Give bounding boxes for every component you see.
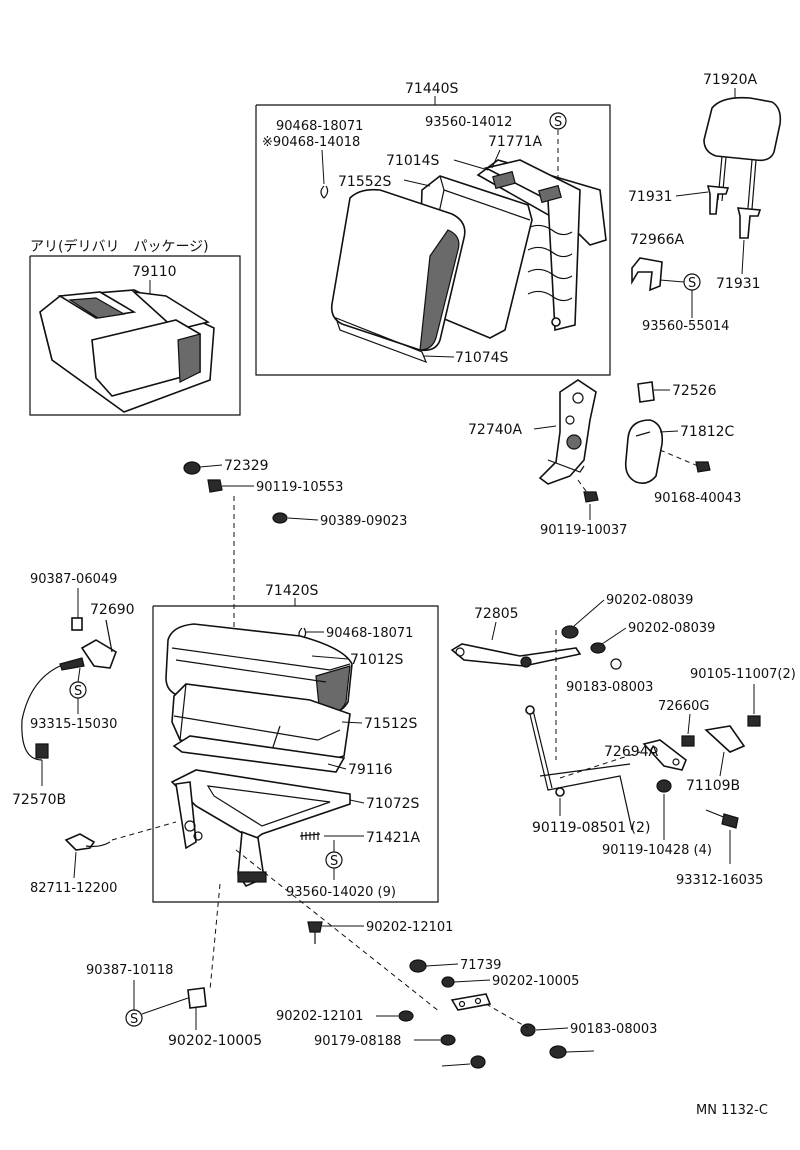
label-90468-18071-a: 90468-18071 xyxy=(276,119,363,134)
label-72570B: 72570B xyxy=(12,792,66,808)
label-71812C: 71812C xyxy=(680,424,735,440)
s-mark-4: S xyxy=(330,854,338,869)
label-71920A: 71920A xyxy=(703,72,758,88)
seatback-assembly-group: 71440S 90468-18071 ※90 xyxy=(255,81,611,376)
label-71012S: 71012S xyxy=(350,652,404,668)
label-71552S: 71552S xyxy=(338,174,392,190)
label-71440S: 71440S xyxy=(405,81,459,97)
label-90389-09023: 90389-09023 xyxy=(320,514,407,529)
label-72690: 72690 xyxy=(90,602,135,618)
seatback-frame xyxy=(476,159,607,332)
label-90119-10428: 90202-12101 xyxy=(366,920,453,935)
label-93560-55014: 93560-55014 xyxy=(642,319,729,334)
label-72966A: 72966A xyxy=(630,232,685,248)
label-71420S: 71420S xyxy=(265,583,319,599)
cushion-frame xyxy=(170,769,351,888)
label-90387-06049: 90387-06049 xyxy=(30,572,117,587)
label-90202-12101-b: 90183-08003 xyxy=(570,1022,657,1037)
hinge-cover-group: 72526 71812C 90168-40043 xyxy=(624,381,741,506)
label-72740A: 72740A xyxy=(468,422,523,438)
label-71931-b: 71931 xyxy=(716,276,761,292)
label-71109B: 90119-08501 (2) xyxy=(532,820,650,836)
label-90105-11007: 72660G xyxy=(658,699,709,714)
label-82711-12200: 82711-12200 xyxy=(30,881,117,896)
label-90202-12101-a: 71739 xyxy=(460,958,501,973)
label-90468-18071-b: 90468-18071 xyxy=(326,626,413,641)
label-71074S: 71074S xyxy=(455,350,509,366)
label-93315-15030: 93315-15030 xyxy=(30,717,117,732)
label-71072S: 71072S xyxy=(366,796,420,812)
label-90387-10118: 90202-10005 xyxy=(492,974,579,989)
label-72660G: 72694A xyxy=(604,744,659,760)
label-93312-16035: 90387-10118 xyxy=(86,963,173,978)
s-mark-3: S xyxy=(74,684,82,699)
label-71421A: 71421A xyxy=(366,830,421,846)
label-90202-10005-b: 90179-08188 xyxy=(314,1034,401,1049)
label-72805: 72805 xyxy=(474,606,519,622)
label-90183-08003-a: 90183-08003 xyxy=(566,680,653,695)
label-79116: 79116 xyxy=(348,762,393,778)
linkage-group: 72805 90202-08039 90202-08039 90183-0800… xyxy=(450,593,796,888)
label-72526: 72526 xyxy=(672,383,717,399)
release-cable-group: 90387-06049 72690 S 93315-15030 72570B xyxy=(12,572,135,808)
delivery-package-group: アリ(デリバリ パッケージ) 79110 xyxy=(29,238,241,416)
label-90468-14018: ※90468-14018 xyxy=(262,135,360,150)
storage-tray xyxy=(39,289,215,413)
label-90168-40011: 90105-11007(2) xyxy=(690,667,796,682)
label-93560-14012: 93560-14012 xyxy=(425,115,512,130)
s-mark-5: S xyxy=(130,1012,138,1027)
connector-group: 82711-12200 xyxy=(30,821,177,896)
label-90119-10553: 90119-10553 xyxy=(256,480,343,495)
label-90202-08039-a: 90202-08039 xyxy=(606,593,693,608)
seatback-cover xyxy=(330,188,466,364)
label-71512S: 71512S xyxy=(364,716,418,732)
cushion-board xyxy=(172,735,346,773)
label-71739: 90202-10005 xyxy=(168,1033,262,1049)
cushion-assembly-group: 71420S 90468-18071 71012S 71512S 79116 xyxy=(152,583,439,903)
s-mark-1: S xyxy=(554,115,562,130)
hinge-group: 72740A 90119-10037 xyxy=(468,379,627,538)
headrest-group: 71920A 71931 71931 72966A S 93560-55014 xyxy=(628,72,782,334)
label-71014S: 71014S xyxy=(386,153,440,169)
label-72329: 72329 xyxy=(224,458,269,474)
fastener-stack-left: 72329 90119-10553 90389-09023 xyxy=(183,458,407,640)
label-90168-40043: 90168-40043 xyxy=(654,491,741,506)
label-93560-14020: 93560-14020 (9) xyxy=(286,885,396,900)
s-mark-2: S xyxy=(688,276,696,291)
lower-fasteners: 90202-12101 71739 90202-10005 90387-1011… xyxy=(86,849,657,1069)
label-79110: 79110 xyxy=(132,264,177,280)
footer-code: MN 1132-C xyxy=(696,1103,768,1118)
label-90389-07016: 90119-10428 (4) xyxy=(602,843,712,858)
label-90202-08039-b: 90202-08039 xyxy=(628,621,715,636)
label-90202-10005-a: 90202-12101 xyxy=(276,1009,363,1024)
label-71931-a: 71931 xyxy=(628,189,673,205)
label-delivery-package: アリ(デリバリ パッケージ) xyxy=(30,238,209,255)
label-72694A: 71109B xyxy=(686,778,740,794)
label-71771A: 71771A xyxy=(488,134,543,150)
label-90119-10037: 90119-10037 xyxy=(540,523,627,538)
label-90119-08501: 93312-16035 xyxy=(676,873,763,888)
